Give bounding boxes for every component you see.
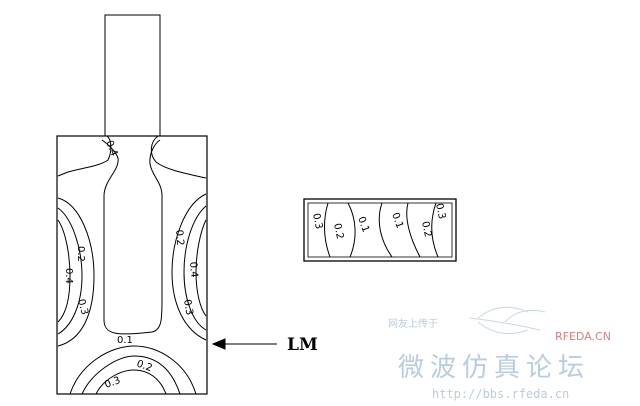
contour-line	[101, 139, 163, 335]
side-outline-outer	[303, 198, 457, 262]
feed-stub-outline	[104, 14, 161, 137]
side-outline-inner	[307, 202, 453, 258]
side-contour-line	[406, 202, 421, 258]
arrow-head	[211, 338, 226, 350]
contour-line	[57, 207, 83, 335]
watermark-uploaded-text: 网友上传于	[388, 317, 438, 330]
contour-label: 0.3	[103, 375, 122, 391]
lm-callout-arrow	[211, 338, 277, 350]
contour-label: 0.2	[75, 246, 86, 262]
contour-label: 0.2	[173, 229, 185, 246]
side-contour-line	[347, 202, 356, 258]
watermark-brand: RFEDA.CN	[555, 330, 611, 343]
contour-label: 0.4	[187, 261, 199, 278]
contour-line	[81, 355, 181, 395]
side-contour-label: 0.2	[419, 220, 433, 238]
watermark: 网友上传于 RFEDA.CN 微波仿真论坛 http://bbs.rfeda.c…	[388, 306, 611, 401]
contour-line	[171, 193, 207, 341]
cavity-outline	[56, 135, 208, 395]
lm-label: LM	[287, 335, 318, 355]
contour-line	[57, 219, 71, 323]
side-structure	[303, 198, 457, 262]
side-contour-label: 0.2	[331, 222, 345, 240]
dragonfly-logo	[469, 306, 546, 335]
contour-label: 0.1	[117, 335, 133, 346]
watermark-title: 微波仿真论坛	[398, 353, 590, 383]
side-contour-line	[378, 202, 393, 258]
side-contour-labels: 0.3 0.2 0.1 0.1 0.2 0.3	[310, 202, 447, 240]
contour-line	[150, 135, 207, 179]
contour-line	[183, 205, 207, 331]
contour-line	[95, 369, 167, 395]
contour-line	[57, 197, 95, 347]
main-contour-labels: 0.4 0.2 0.4 0.3 0.2 0.4 0.3 0.1 0.2 0.3	[63, 139, 199, 391]
contour-label: 0.2	[135, 358, 154, 374]
side-contour-label: 0.1	[355, 215, 371, 234]
contour-line	[195, 219, 207, 317]
contour-label: 0.4	[63, 268, 74, 284]
side-contour-label: 0.3	[433, 202, 447, 220]
contour-line	[69, 345, 197, 395]
side-contour-line	[431, 202, 439, 258]
main-structure-outline	[56, 14, 208, 395]
watermark-url: http://bbs.rfeda.cn	[432, 387, 569, 401]
contour-line	[57, 135, 112, 177]
contour-label: 0.3	[181, 299, 195, 317]
side-contour-line	[324, 202, 331, 258]
side-contour-label: 0.3	[310, 212, 324, 230]
main-contour-lines	[57, 135, 207, 395]
side-contour-label: 0.1	[389, 211, 405, 230]
contour-label: 0.3	[75, 298, 90, 316]
